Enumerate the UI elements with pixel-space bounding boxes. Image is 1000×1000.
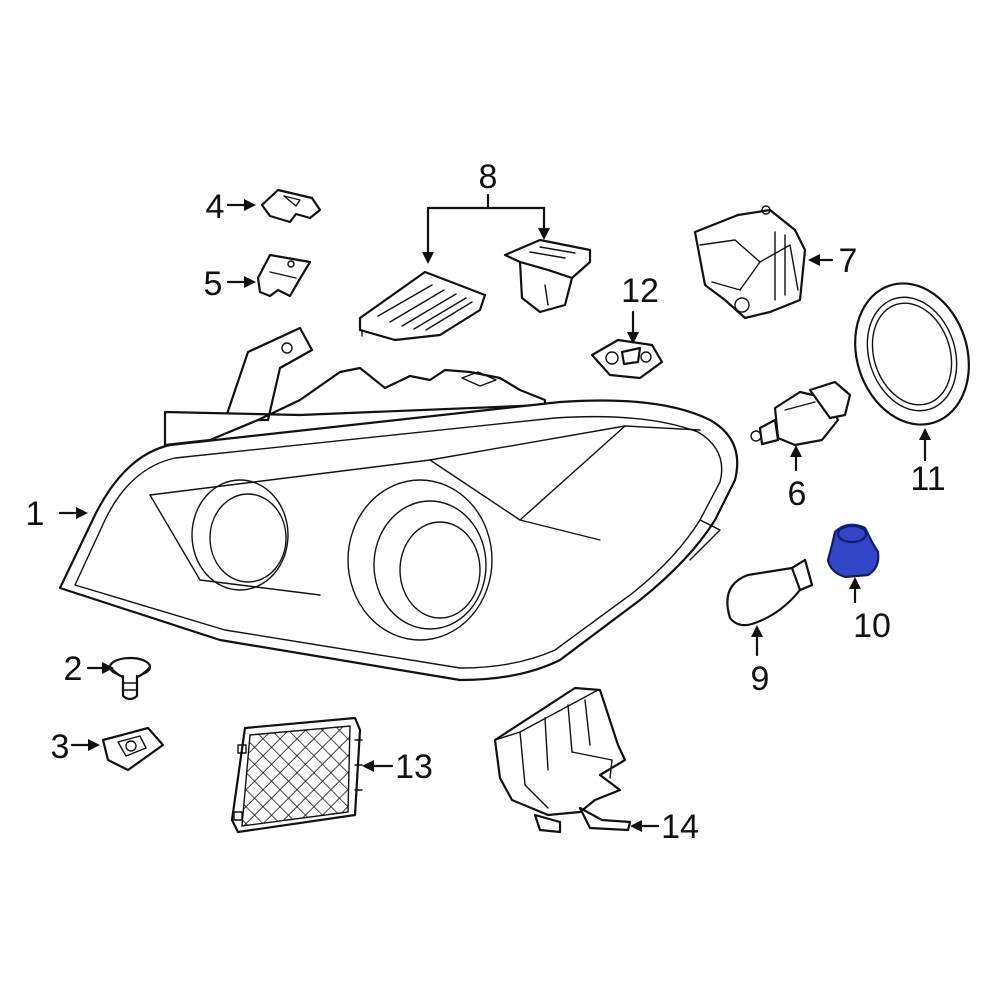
callout-14: 14	[661, 808, 699, 846]
callout-9: 9	[751, 660, 770, 698]
seal-ring	[854, 282, 970, 426]
callout-13: 13	[395, 748, 433, 786]
callout-labels: 1 2 3 4 5 6 7 8 9 10 11 12 13 14	[26, 158, 946, 846]
callout-1: 1	[26, 495, 45, 533]
callout-11: 11	[910, 460, 945, 498]
clip-nut	[101, 726, 165, 772]
clip-4	[260, 188, 322, 224]
callout-6: 6	[788, 475, 807, 513]
callout-5: 5	[204, 265, 223, 303]
callout-10: 10	[853, 607, 891, 645]
callout-4: 4	[206, 188, 225, 226]
bracket-5	[256, 253, 312, 298]
bracket-14	[493, 686, 632, 834]
mesh-panel	[230, 716, 363, 834]
plug-10-highlighted	[826, 523, 880, 579]
leader-lines	[58, 193, 931, 832]
control-module-left	[358, 270, 487, 342]
bulb-9	[726, 558, 814, 627]
motor-7	[693, 205, 807, 320]
bulb-socket-6	[750, 380, 852, 447]
sensor-12	[590, 338, 664, 380]
callout-3: 3	[51, 728, 70, 766]
headlamp-assembly	[58, 326, 739, 682]
callout-12: 12	[621, 272, 659, 310]
callout-2: 2	[64, 650, 83, 688]
screw	[108, 656, 152, 701]
control-module-right	[503, 238, 592, 314]
callout-7: 7	[839, 242, 858, 280]
callout-8: 8	[479, 158, 498, 196]
